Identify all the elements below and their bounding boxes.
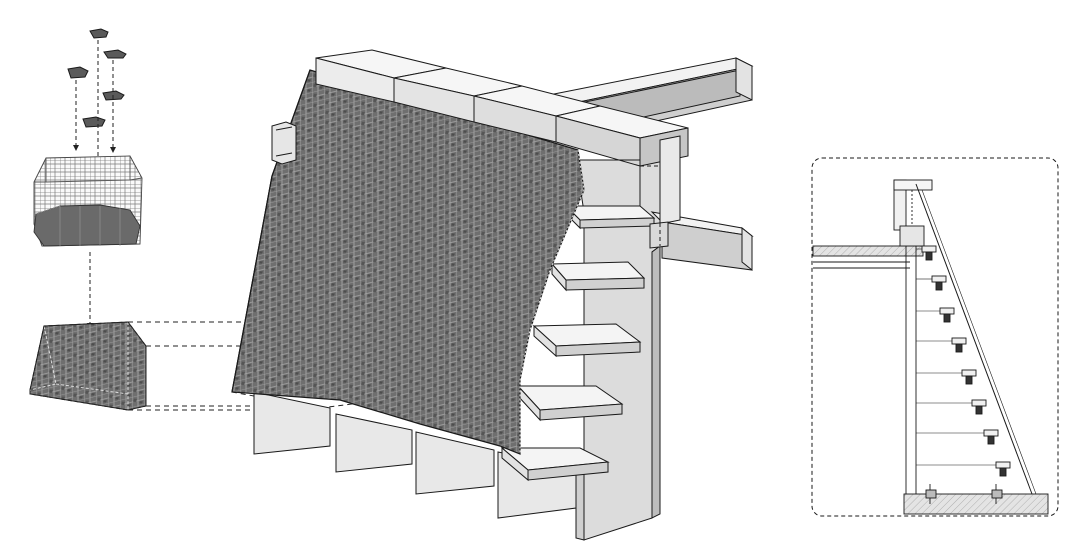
section-detail: [811, 157, 1059, 517]
shelf: [550, 261, 646, 292]
stone: [103, 49, 127, 59]
section-ties: [916, 248, 996, 466]
fin: [335, 413, 413, 473]
cantilever-shelves: [500, 204, 656, 482]
section-frame: [811, 157, 1059, 517]
shelf: [564, 204, 656, 230]
corner-connection: [584, 135, 681, 249]
stone: [89, 28, 109, 39]
shelf: [516, 384, 624, 422]
stone: [67, 66, 89, 79]
assembly-arrows: [73, 40, 116, 329]
precast-coping: [315, 49, 689, 167]
loose-stones: [67, 28, 127, 128]
gabion-basket: [33, 155, 143, 247]
gabion-wall: [231, 69, 585, 455]
section-slope: [915, 183, 1037, 495]
fin: [415, 431, 495, 495]
section-brackets: [921, 245, 1011, 477]
shelf: [532, 323, 642, 358]
fin: [253, 391, 331, 455]
shelf: [500, 446, 610, 482]
edge-bracket: [271, 121, 297, 165]
gabion-block: [29, 321, 147, 411]
section-base: [903, 484, 1049, 515]
basket-stones: [33, 204, 141, 247]
stone: [82, 116, 106, 128]
section-column: [893, 179, 933, 494]
